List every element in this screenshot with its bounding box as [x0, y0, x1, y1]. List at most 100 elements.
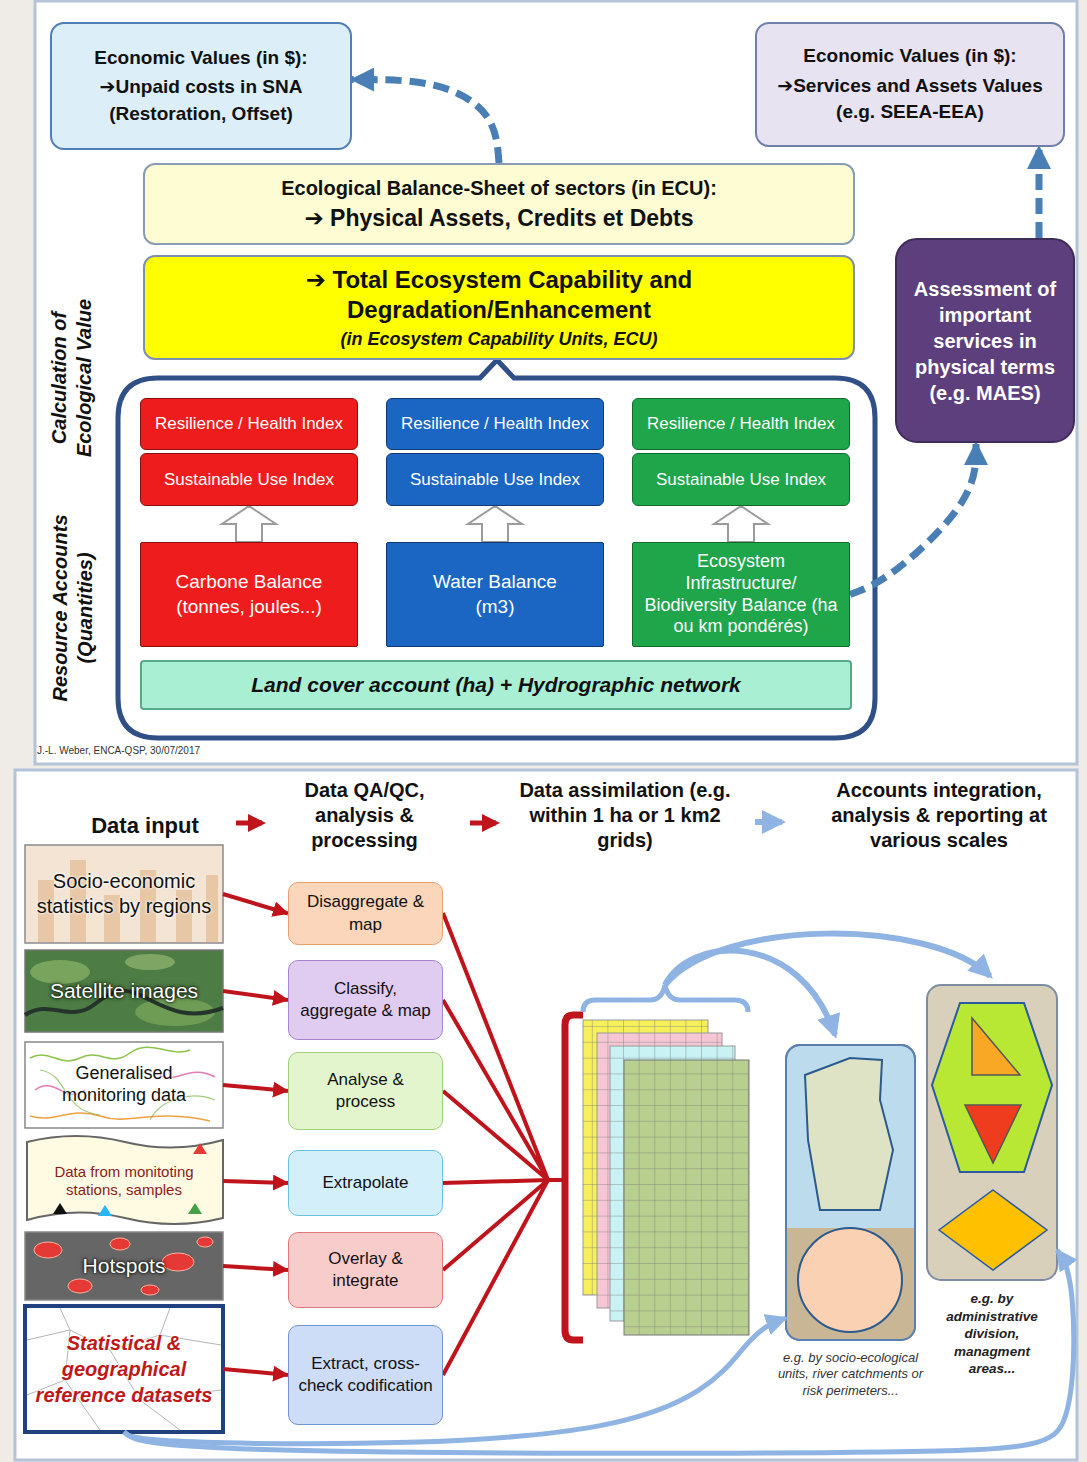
input-illustration [27, 1308, 221, 1430]
input-illustration [25, 950, 223, 1032]
reporting-unit-text: e.g. by socio-ecological units, river ca… [776, 1350, 926, 1399]
dashed-arrow [850, 443, 976, 595]
panel [35, 1, 1077, 764]
reporting-unit-illustration [805, 1058, 893, 1210]
index-box: Resilience / Health Index [386, 398, 604, 450]
input-arrow [223, 1369, 288, 1375]
side-heading: Resource Accounts (Quantities) [47, 501, 97, 716]
index-box: Sustainable Use Index [386, 453, 604, 506]
input-illustration [197, 1237, 213, 1247]
value-box-text: ➔Unpaid costs in SNA (Restoration, Offse… [64, 74, 338, 127]
curved-arrow [124, 1318, 786, 1444]
data-input-box: Statistical & geographical reference dat… [25, 1306, 223, 1432]
process-box-text: Disaggregate & map [297, 891, 434, 935]
input-arrow [223, 991, 288, 1000]
input-illustration [27, 1136, 223, 1224]
data-input-box: Data from monitoting stations, samples [25, 1140, 223, 1222]
grid-stack [583, 1020, 749, 1335]
grid-stack [624, 1060, 749, 1335]
index-box-text: Resilience / Health Index [155, 414, 343, 434]
balance-sheet-box-text: Ecological Balance-Sheet of sectors (in … [281, 175, 717, 201]
grid-brace [665, 934, 990, 985]
converging-line [565, 1015, 583, 1340]
input-illustration [30, 1113, 210, 1121]
index-box: Sustainable Use Index [140, 453, 358, 506]
land-cover-band: Land cover account (ha) + Hydrographic n… [140, 660, 852, 710]
data-input-box-text: Statistical & geographical reference dat… [35, 1330, 213, 1408]
data-input-box: Hotspots [25, 1232, 223, 1300]
data-input-box: Satellite images [25, 950, 223, 1032]
data-input-box: Socio-economic statistics by regions [25, 845, 223, 943]
process-box: Extract, cross-check codification [288, 1325, 443, 1425]
reporting-unit-illustration [786, 1045, 915, 1340]
value-box-text: Economic Values (in $): [803, 43, 1016, 70]
admin-unit-illustration [927, 985, 1057, 1280]
input-illustration [110, 1238, 130, 1250]
process-box-text: Analyse & process [297, 1069, 434, 1113]
grid-brace [583, 985, 748, 1012]
resource-balance-box: Water Balance (m3) [386, 542, 604, 647]
dashed-arrow [352, 80, 499, 163]
reporting-unit: e.g. by socio-ecological units, river ca… [786, 1045, 915, 1340]
panel [15, 1, 1077, 1460]
process-box-text: Overlay & integrate [297, 1248, 434, 1292]
assessment-box: Assessment of important services in phys… [895, 238, 1075, 443]
input-illustration [162, 1253, 194, 1271]
capability-box-text: (in Ecosystem Capability Units, ECU) [340, 328, 657, 351]
data-input-box-text: Satellite images [50, 978, 198, 1004]
data-input-box: Generalised monitoring data [25, 1042, 223, 1128]
admin-unit-illustration [972, 1018, 1020, 1075]
reporting-unit-text: e.g. by administrative division, managme… [930, 1290, 1055, 1378]
admin-unit-illustration [965, 1105, 1021, 1163]
index-box: Sustainable Use Index [632, 453, 850, 506]
converging-line [443, 913, 565, 1375]
input-illustration [25, 845, 223, 1432]
input-illustration [193, 1143, 207, 1154]
reporting-unit-illustration [786, 1045, 915, 1340]
block-arrow [222, 506, 276, 542]
balance-sheet-box: Ecological Balance-Sheet of sectors (in … [143, 163, 855, 245]
input-arrow [223, 1085, 288, 1091]
credit-note: J.-L. Weber, ENCA-QSP, 30/07/2017 [37, 745, 337, 758]
input-illustration [141, 1285, 159, 1295]
index-box-text: Resilience / Health Index [401, 414, 589, 434]
reporting-unit-illustration [786, 1045, 915, 1340]
process-box: Overlay & integrate [288, 1232, 443, 1308]
index-box: Resilience / Health Index [632, 398, 850, 450]
header-arrow [236, 821, 262, 826]
process-box-text: Extrapolate [323, 1172, 409, 1194]
data-input-box-text: Generalised monitoring data [33, 1063, 215, 1106]
capability-box: ➔ Total Ecosystem Capability and Degrada… [143, 255, 855, 360]
resource-balance-box-text: Water Balance (m3) [420, 570, 570, 619]
data-input-box-text: Data from monitoting stations, samples [53, 1163, 195, 1199]
reporting-unit-illustration [787, 1228, 914, 1339]
block-arrow [468, 506, 522, 542]
value-box-text: Economic Values (in $): [94, 45, 307, 72]
process-box: Analyse & process [288, 1052, 443, 1130]
input-illustration [25, 1232, 223, 1300]
admin-unit-illustration [927, 985, 1057, 1280]
index-box-text: Sustainable Use Index [164, 470, 334, 490]
curved-arrow [124, 1250, 1074, 1453]
input-arrow [223, 1266, 288, 1270]
index-box-text: Sustainable Use Index [656, 470, 826, 490]
balance-sheet-box-text: ➔ Physical Assets, Credits et Debts [304, 204, 693, 234]
process-box: Extrapolate [288, 1150, 443, 1216]
resource-balance-box: Ecosystem Infrastructure/ Biodiversity B… [632, 542, 850, 647]
resource-container [118, 360, 875, 738]
assessment-box-text: Assessment of important services in phys… [907, 276, 1063, 406]
value-box: Economic Values (in $): ➔Services and Ass… [755, 22, 1065, 147]
value-box-text: ➔Services and Assets Values (e.g. SEEA-E… [769, 73, 1051, 126]
data-input-box-text: Hotspots [83, 1253, 166, 1279]
input-illustration [188, 1203, 202, 1214]
input-illustration [68, 1279, 92, 1293]
converging-line [443, 913, 583, 1375]
dashed-arrow [1036, 147, 1043, 238]
resource-balance-box-text: Carbone Balance (tonnes, joules...) [149, 570, 349, 619]
input-arrow [223, 1181, 288, 1183]
value-box: Economic Values (in $):➔Unpaid costs in … [50, 22, 352, 150]
reporting-unit: e.g. by administrative division, managme… [927, 985, 1057, 1280]
admin-unit-illustration [939, 1190, 1047, 1270]
land-cover-band-text: Land cover account (ha) + Hydrographic n… [251, 672, 741, 698]
input-illustration [25, 1306, 223, 1432]
